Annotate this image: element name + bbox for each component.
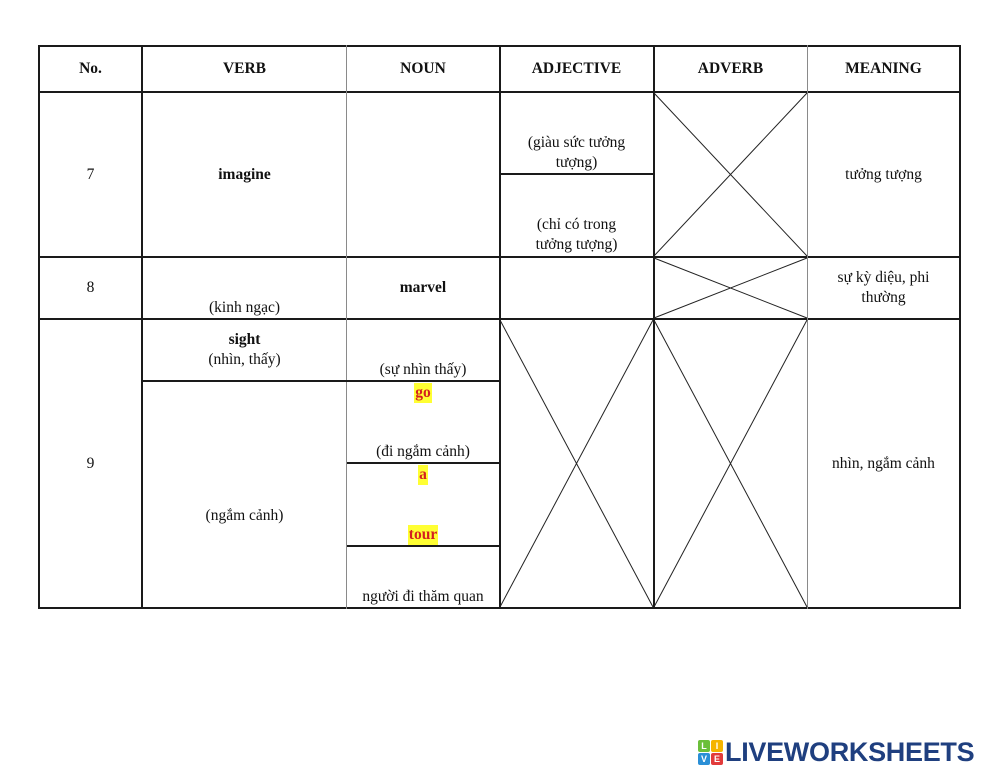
row9-verb-2-hint: (ngắm cảnh): [205, 507, 284, 524]
highlight-word-go: go: [414, 382, 432, 403]
row9-noun-2-answer-field[interactable]: [348, 403, 498, 441]
row7-verb: imagine: [218, 165, 271, 183]
row8-verb-answer-field[interactable]: [144, 259, 345, 295]
row9-noun-split-1: [347, 380, 499, 382]
table-border-right: [959, 45, 961, 609]
logo-tile-l: L: [698, 739, 710, 752]
row9-verb-hint: (nhìn, thấy): [208, 351, 281, 368]
logo-tile-i: I: [711, 739, 723, 752]
row9-noun-1-answer-field[interactable]: [348, 321, 498, 359]
col-divider-adjective: [499, 45, 501, 609]
header-verb: VERB: [222, 60, 267, 77]
row7-number: 7: [86, 165, 95, 183]
row9-meaning: nhìn, ngắm cảnh: [832, 454, 935, 472]
row9-noun-2-hint: (đi ngắm cảnh): [376, 443, 470, 460]
row9-noun-4-hint: người đi thăm quan: [362, 588, 484, 605]
row7-adjective-1-hint: (giàu sức tưởng tượng): [527, 134, 626, 171]
row9-number: 9: [86, 454, 95, 472]
row8-meaning: sự kỳ diệu, phi thường: [837, 269, 930, 306]
col-divider-noun: [346, 45, 347, 609]
row7-adjective-split: [500, 173, 653, 175]
row9-noun-3-answer-field[interactable]: [348, 486, 498, 524]
table-border-left: [38, 45, 40, 609]
row9-noun-4-answer-field[interactable]: [348, 548, 498, 586]
logo-tile-v: V: [698, 752, 710, 765]
row9-adjective-cross-icon: [499, 319, 654, 608]
row8-adverb-cross-icon: [653, 257, 808, 319]
logo-tiles-icon: L I V E: [698, 739, 723, 765]
liveworksheets-logo: L I V E LIVEWORKSHEETS: [698, 737, 975, 767]
header-adjective: ADJECTIVE: [531, 60, 622, 77]
logo-text: LIVEWORKSHEETS: [725, 737, 975, 767]
header-noun: NOUN: [400, 60, 446, 77]
row7-adjective-2-hint: (chỉ có trong tưởng tượng): [535, 216, 618, 253]
row8-verb-hint: (kinh ngạc): [208, 299, 280, 316]
row9-verb-word: sight: [228, 331, 261, 348]
highlight-word-a: a: [418, 464, 428, 485]
row9-noun-2-highlight: go: [347, 382, 499, 403]
row9-noun-split-2: [347, 462, 499, 464]
row7-adjective-2-answer-field[interactable]: [501, 176, 652, 214]
row9-verb-split: [142, 380, 347, 382]
header-no: No.: [79, 60, 102, 77]
row9-noun-3-highlight-top: a: [347, 464, 499, 485]
col-divider-adverb: [653, 45, 655, 609]
row7-noun-answer-field[interactable]: [348, 94, 498, 255]
logo-tile-e: E: [711, 752, 723, 765]
row8-adjective-answer-field[interactable]: [501, 259, 652, 317]
row7-adverb-cross-icon: [653, 92, 808, 257]
row9-noun-split-3: [347, 545, 499, 547]
row8-noun: marvel: [399, 279, 447, 296]
header-adverb: ADVERB: [697, 60, 764, 77]
row7-meaning: tưởng tượng: [845, 165, 922, 183]
header-meaning: MEANING: [845, 60, 922, 77]
row9-noun-3-highlight-bottom: tour: [347, 525, 499, 545]
row9-noun-1-hint: (sự nhìn thấy): [379, 361, 467, 378]
row7-adjective-1-answer-field[interactable]: [501, 94, 652, 130]
col-divider-meaning: [807, 45, 808, 609]
row8-number: 8: [86, 279, 95, 296]
col-divider-verb: [141, 45, 143, 609]
highlight-word-tour: tour: [407, 525, 439, 545]
row9-verb-2-answer-field[interactable]: [144, 383, 345, 503]
row9-adverb-cross-icon: [653, 319, 808, 608]
